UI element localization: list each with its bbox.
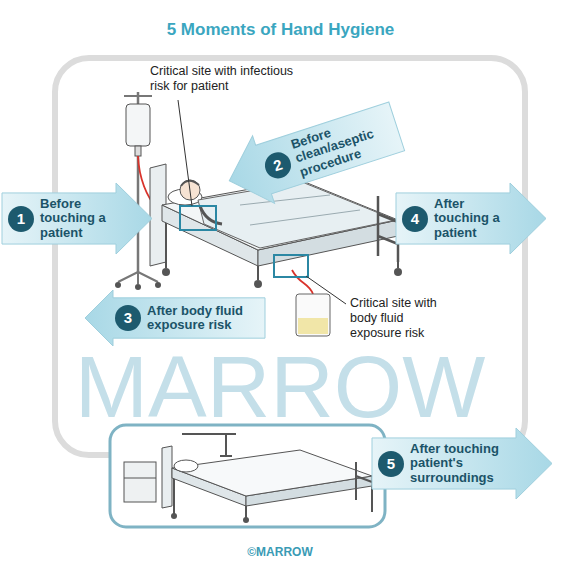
moment-label: After body fluid exposure risk (147, 304, 251, 333)
urine-fill (298, 318, 328, 334)
blanket (198, 182, 396, 248)
arrow-body (372, 428, 552, 499)
moment-arrow: 5After touching patient's surroundings (372, 428, 552, 499)
arrow-body (218, 93, 407, 215)
critical-site-box (274, 255, 308, 277)
headboard (162, 446, 172, 508)
callout-label: Critical site with infectious risk for p… (150, 64, 305, 94)
surroundings-inset (110, 425, 385, 527)
callout-number: 4 (402, 206, 428, 232)
moment-label: Before touching a patient (40, 197, 110, 240)
moment-arrow: 1Before touching a patient (2, 183, 152, 254)
moment-arrow: 3After body fluid exposure risk (85, 290, 265, 346)
watermark: MARROW (65, 352, 495, 422)
callout-number: 5 (378, 451, 404, 477)
wheel (155, 282, 161, 288)
foot-rail (378, 196, 398, 262)
wheel (115, 282, 121, 288)
mattress-top (172, 450, 372, 496)
moment-label: After touching a patient (434, 197, 504, 240)
room-frame (55, 58, 525, 455)
iv-bag (126, 104, 150, 146)
wheel (243, 517, 249, 523)
moment-label: After touching patient's surroundings (410, 442, 510, 485)
patient-arm (200, 206, 222, 224)
leader-line (178, 100, 192, 206)
moment-arrow: 4After touching a patient (396, 183, 546, 254)
patient-hair (181, 181, 199, 186)
arrow-body (396, 183, 546, 254)
inset-frame (110, 425, 385, 527)
wheel (171, 513, 177, 519)
credit-line: ©MARROW (180, 545, 380, 559)
wheel (162, 268, 170, 276)
catheter-tube (292, 270, 313, 294)
pillow (174, 460, 198, 472)
urine-bag (296, 294, 330, 336)
foot-rail (356, 462, 372, 500)
critical-site-box (180, 206, 216, 230)
iv-hook (124, 95, 152, 97)
arrow-body (85, 290, 265, 346)
wheel (254, 280, 262, 288)
table-drawer (124, 478, 156, 479)
callout-number: 1 (8, 206, 34, 232)
arrow-body (2, 183, 152, 254)
diagram-title: 5 Moments of Hand Hygiene (0, 20, 561, 40)
blanket-folds (240, 195, 360, 225)
iv-base (118, 272, 158, 284)
leader-line (306, 276, 346, 304)
bedside-table (124, 462, 156, 502)
trapeze-bar (182, 434, 236, 456)
wheel (394, 268, 402, 276)
callout-label: Critical site with body fluid exposure r… (350, 296, 446, 341)
callout-number: 3 (115, 305, 141, 331)
wheel (135, 284, 141, 290)
drip-chamber (135, 146, 141, 156)
